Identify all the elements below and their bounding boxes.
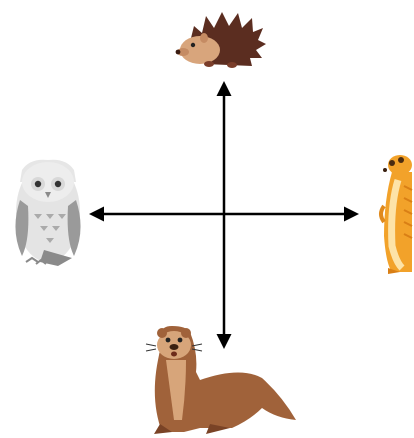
meerkat-icon xyxy=(379,155,413,274)
hedgehog-icon xyxy=(175,12,266,68)
otter-icon xyxy=(145,326,296,434)
arrows xyxy=(89,81,359,349)
owl-icon xyxy=(15,159,81,266)
